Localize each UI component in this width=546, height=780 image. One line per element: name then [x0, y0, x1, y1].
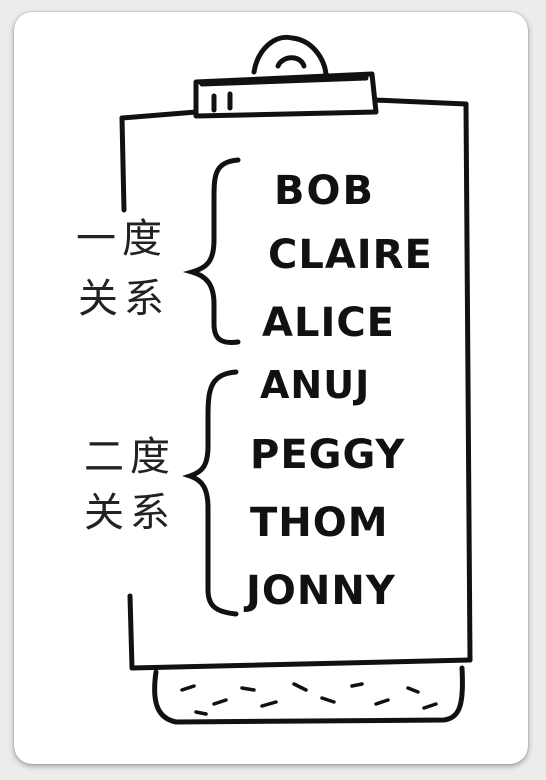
- name-claire: CLAIRE: [268, 232, 433, 278]
- second-degree-label-line1: 二度: [84, 434, 176, 480]
- name-jonny: JONNY: [243, 568, 396, 614]
- name-peggy: PEGGY: [250, 432, 405, 478]
- name-thom: THOM: [250, 500, 389, 546]
- first-degree-brace: [182, 157, 241, 345]
- first-degree-label-line1: 一度: [76, 216, 168, 262]
- clipboard-clip: [193, 34, 379, 119]
- clipboard-base: [152, 665, 465, 725]
- clipboard-board: [119, 97, 473, 671]
- second-degree-brace: [182, 369, 239, 617]
- first-degree-label-line2: 关系: [78, 276, 170, 322]
- name-bob: BOB: [274, 168, 375, 214]
- image-card: [14, 12, 528, 764]
- name-anuj: ANUJ: [260, 363, 370, 407]
- second-degree-label-line2: 关系: [84, 490, 176, 536]
- name-alice: ALICE: [262, 300, 395, 346]
